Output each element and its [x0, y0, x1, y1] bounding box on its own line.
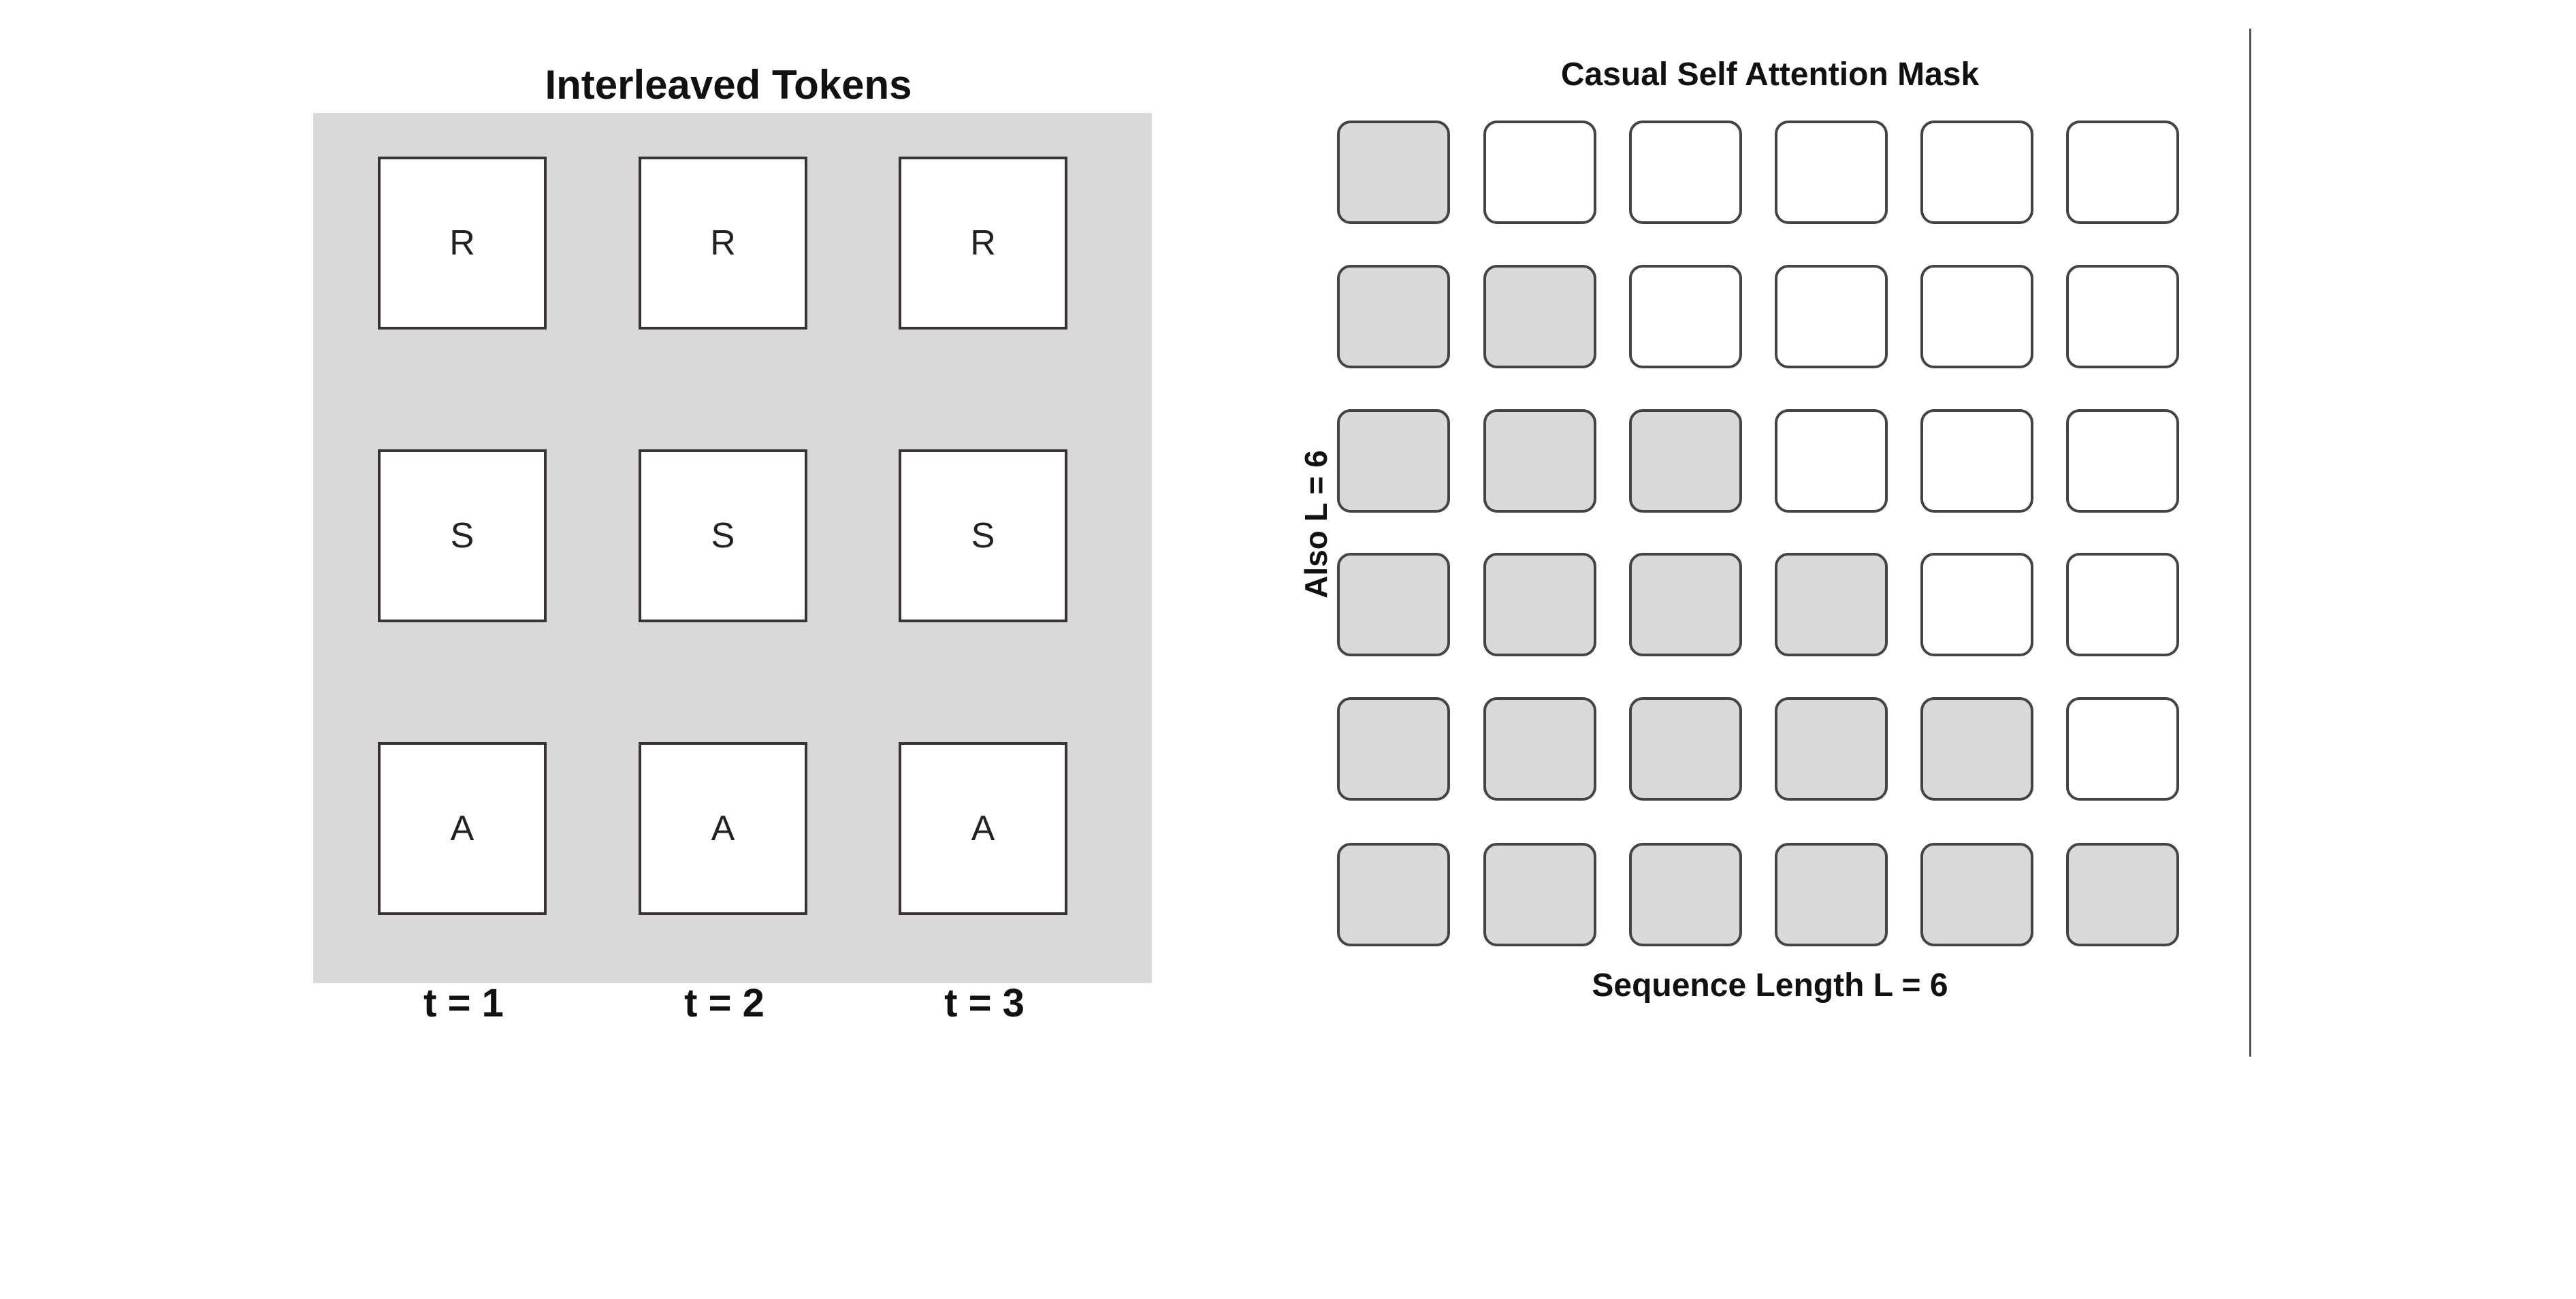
mask-cell-attend	[1337, 843, 1450, 946]
mask-cell-attend	[1337, 697, 1450, 801]
time-step-label: t = 1	[423, 981, 504, 1025]
mask-cell-attend	[1920, 697, 2033, 801]
mask-cell-masked	[1920, 409, 2033, 513]
mask-cell-masked	[1775, 121, 1888, 224]
mask-cell-masked	[1920, 121, 2033, 224]
mask-cell-attend	[1775, 553, 1888, 656]
mask-cell-attend	[1483, 409, 1596, 513]
mask-cell-attend	[1629, 697, 1742, 801]
mask-cell-attend	[2066, 843, 2179, 946]
time-step-label: t = 3	[944, 981, 1025, 1025]
mask-cell-masked	[1775, 409, 1888, 513]
token-box-s-t1: S	[378, 449, 547, 622]
token-box-a-t1: A	[378, 742, 547, 915]
mask-cell-attend	[1337, 409, 1450, 513]
divider-line	[2249, 29, 2251, 1057]
token-box-r-t1: R	[378, 157, 547, 330]
x-axis-label: Sequence Length L = 6	[1592, 967, 1948, 1004]
mask-cell-attend	[1483, 553, 1596, 656]
mask-cell-masked	[1920, 553, 2033, 656]
mask-cell-attend	[1337, 121, 1450, 224]
mask-cell-attend	[1629, 843, 1742, 946]
mask-cell-masked	[2066, 409, 2179, 513]
attention-mask-title: Casual Self Attention Mask	[1560, 57, 1980, 93]
mask-cell-attend	[1629, 553, 1742, 656]
mask-cell-attend	[1483, 843, 1596, 946]
token-box-s-t3: S	[899, 449, 1067, 622]
mask-cell-masked	[1775, 265, 1888, 368]
interleaved-tokens-title: Interleaved Tokens	[545, 62, 912, 108]
token-box-r-t3: R	[899, 157, 1067, 330]
mask-cell-attend	[1629, 409, 1742, 513]
mask-cell-masked	[1920, 265, 2033, 368]
mask-cell-attend	[1483, 697, 1596, 801]
mask-cell-attend	[1775, 697, 1888, 801]
time-step-label: t = 2	[684, 981, 764, 1025]
mask-cell-attend	[1337, 265, 1450, 368]
mask-cell-attend	[1337, 553, 1450, 656]
token-box-a-t2: A	[639, 742, 807, 915]
mask-cell-masked	[1483, 121, 1596, 224]
mask-cell-attend	[1920, 843, 2033, 946]
token-box-s-t2: S	[639, 449, 807, 622]
mask-cell-masked	[2066, 553, 2179, 656]
mask-cell-masked	[2066, 697, 2179, 801]
mask-cell-attend	[1483, 265, 1596, 368]
mask-cell-masked	[1629, 121, 1742, 224]
token-box-a-t3: A	[899, 742, 1067, 915]
mask-cell-masked	[1629, 265, 1742, 368]
token-box-r-t2: R	[639, 157, 807, 330]
mask-cell-attend	[1775, 843, 1888, 946]
y-axis-label: Also L = 6	[1298, 450, 1334, 598]
mask-cell-masked	[2066, 265, 2179, 368]
mask-cell-masked	[2066, 121, 2179, 224]
